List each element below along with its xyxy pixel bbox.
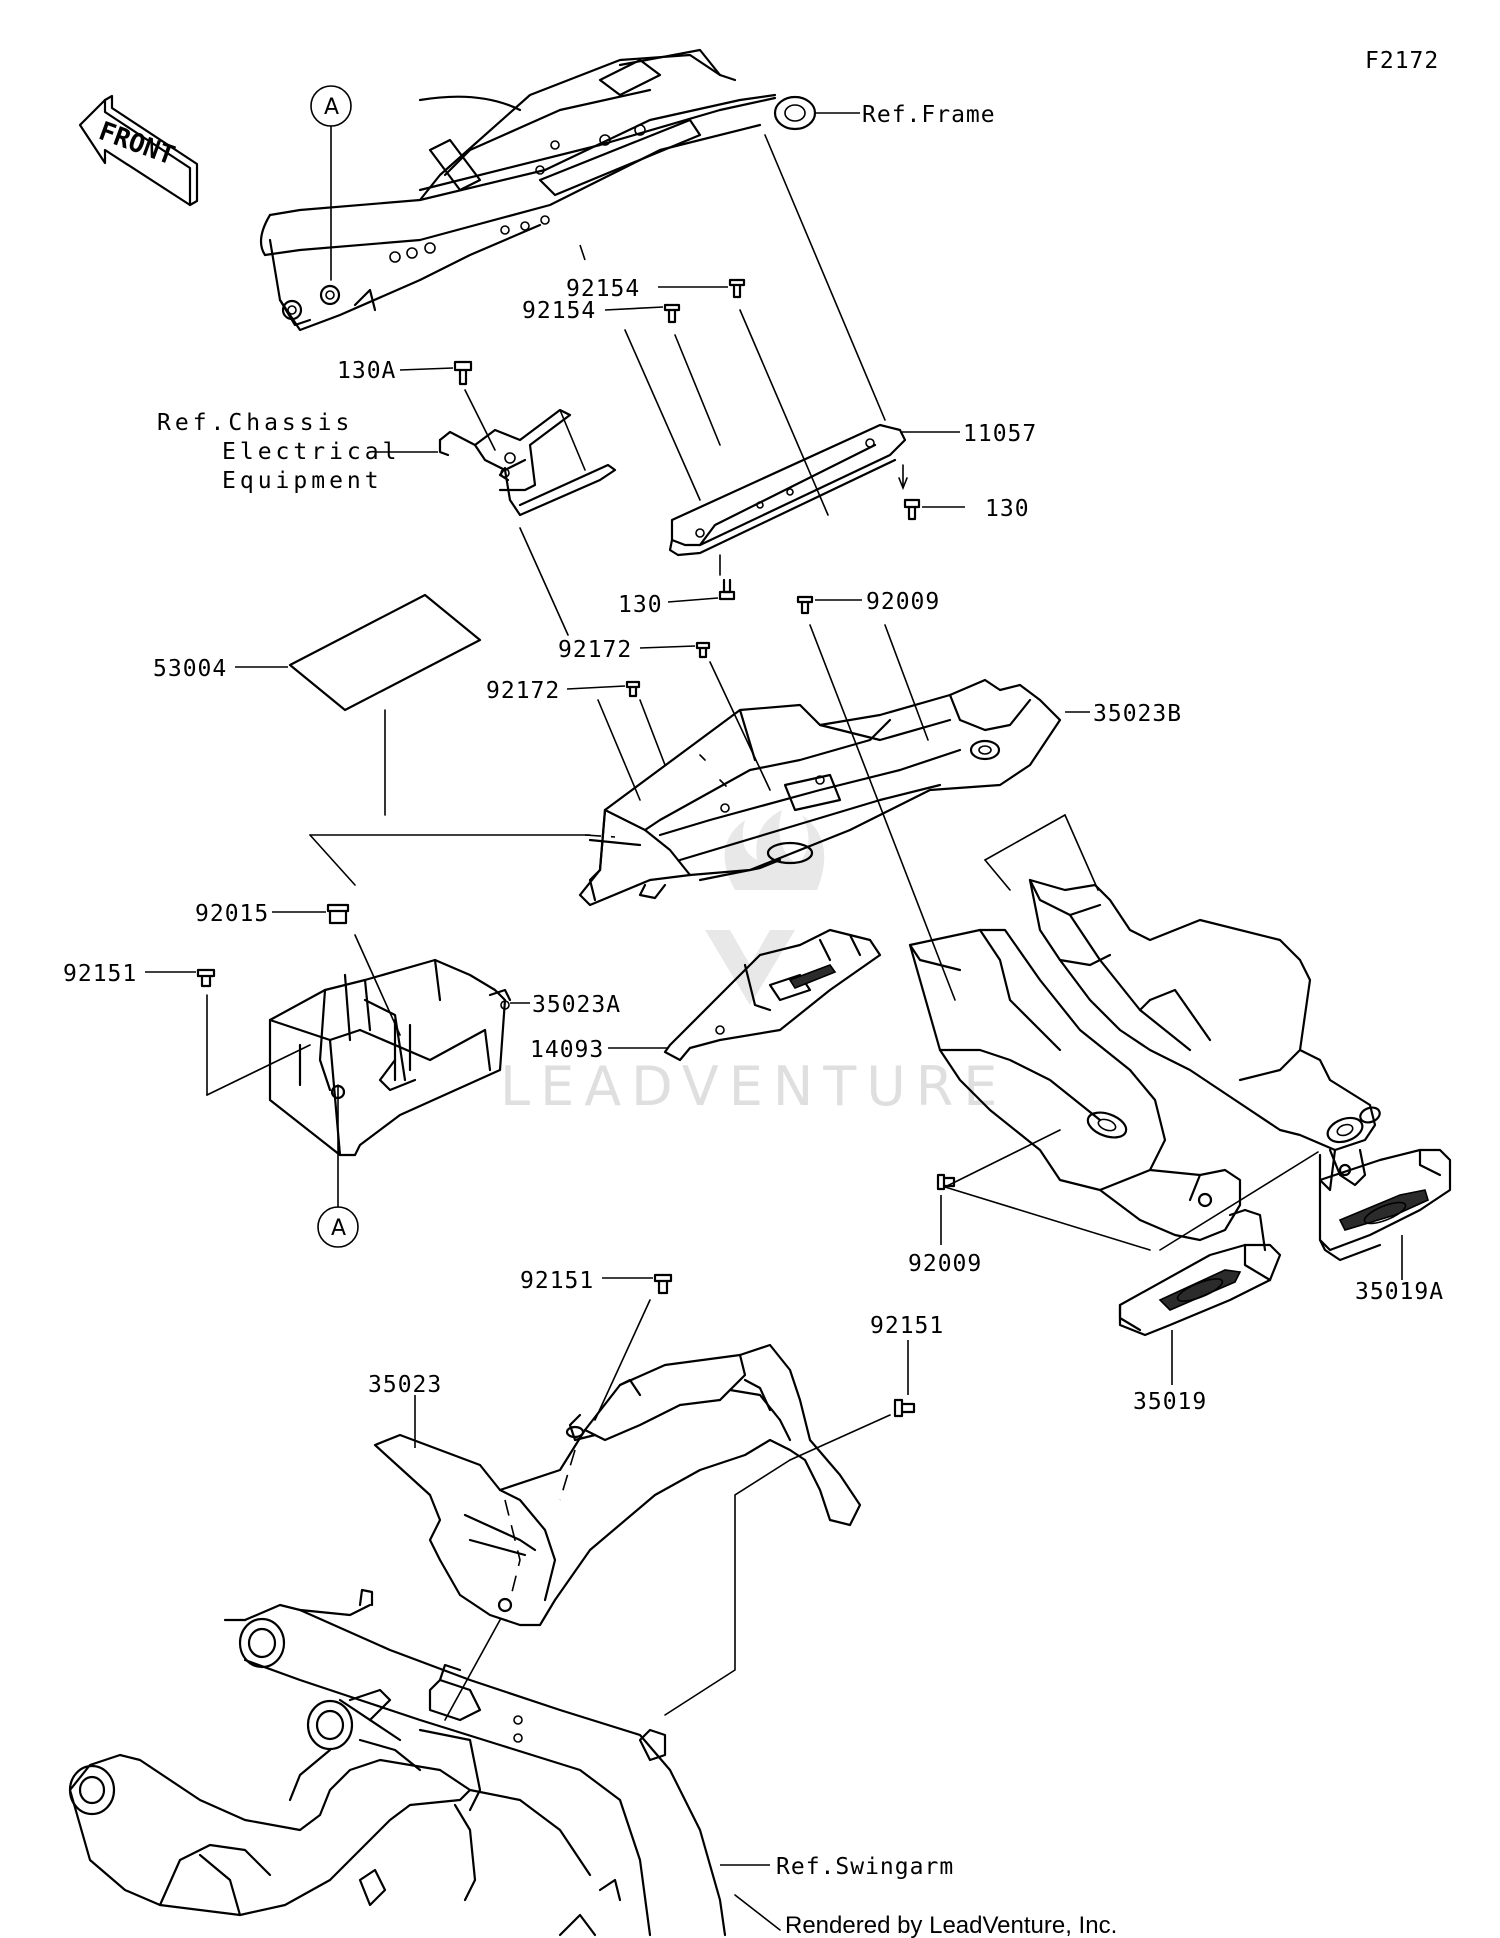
reference-mark-a-top: A [310,85,352,127]
bracket-35019a [1318,1148,1452,1262]
part-label-35023: 35023 [368,1372,442,1398]
side-cover-inner [908,928,1242,1242]
part-label-92151-a: 92151 [63,961,137,987]
watermark: LEADVENTURE [500,810,1007,1118]
bolt-92154-a [728,278,746,299]
svg-text:A: A [324,95,339,120]
part-label-92151-c: 92151 [870,1313,944,1339]
part-label-92009-b: 92009 [908,1251,982,1277]
ref-frame-label: Ref.Frame [862,102,996,128]
ref-chassis-label-3: Equipment [222,468,383,494]
electrical-bracket [438,408,617,517]
part-label-53004: 53004 [153,656,227,682]
screw-92151-c [893,1398,916,1418]
diagram-id: F2172 [1365,48,1439,74]
battery-case-35023a [268,958,512,1157]
screw-92151-b [653,1273,673,1295]
front-arrow-icon: FRONT [78,94,199,207]
part-label-11057: 11057 [963,421,1037,447]
part-label-92172-a: 92172 [558,637,632,663]
part-label-130a: 130A [337,358,396,384]
ref-chassis-label-1: Ref.Chassis [157,410,353,436]
sheet-53004 [288,593,482,712]
side-cover-outer [1028,878,1381,1192]
part-label-92151-b: 92151 [520,1268,594,1294]
part-label-92172-b: 92172 [486,678,560,704]
reference-mark-a-bottom: A [317,1206,359,1248]
part-label-130-left: 130 [618,592,663,618]
watermark-v-icon [705,930,795,1005]
part-label-92009-a: 92009 [866,589,940,615]
bolt-130-left [718,554,736,601]
ref-chassis-label-2: Electrical [222,439,400,465]
bolt-130-right [898,464,921,521]
screw-92009-a [796,595,814,615]
render-credit: Rendered by LeadVenture, Inc. [785,1912,1117,1938]
ref-swingarm-label: Ref.Swingarm [776,1854,954,1880]
svg-text:A: A [331,1216,346,1241]
part-label-35019a: 35019A [1355,1279,1444,1305]
part-label-35023b: 35023B [1093,701,1182,727]
part-label-14093: 14093 [530,1037,604,1063]
screw-92151-a [196,968,216,988]
part-label-92015: 92015 [195,901,269,927]
bolt-130a [453,360,473,386]
part-label-35023a: 35023A [532,992,621,1018]
screw-92172-b [625,680,641,698]
fender-35023 [373,1343,862,1627]
swingarm-assembly [68,1588,727,1937]
bracket-35019 [1118,1208,1282,1337]
watermark-text: LEADVENTURE [500,1055,1007,1118]
frame-assembly [259,48,817,332]
collar-92015 [326,903,350,925]
screw-92009-b [936,1173,956,1191]
bracket-14093 [663,928,882,1062]
screw-92172-a [695,641,711,659]
tray-35023b [578,678,1062,907]
plate-11057 [668,423,907,557]
part-label-130-right: 130 [985,496,1030,522]
part-label-92154-a: 92154 [566,276,640,302]
part-label-92154-b: 92154 [522,298,596,324]
part-label-35019: 35019 [1133,1389,1207,1415]
bolt-92154-b [663,303,681,324]
